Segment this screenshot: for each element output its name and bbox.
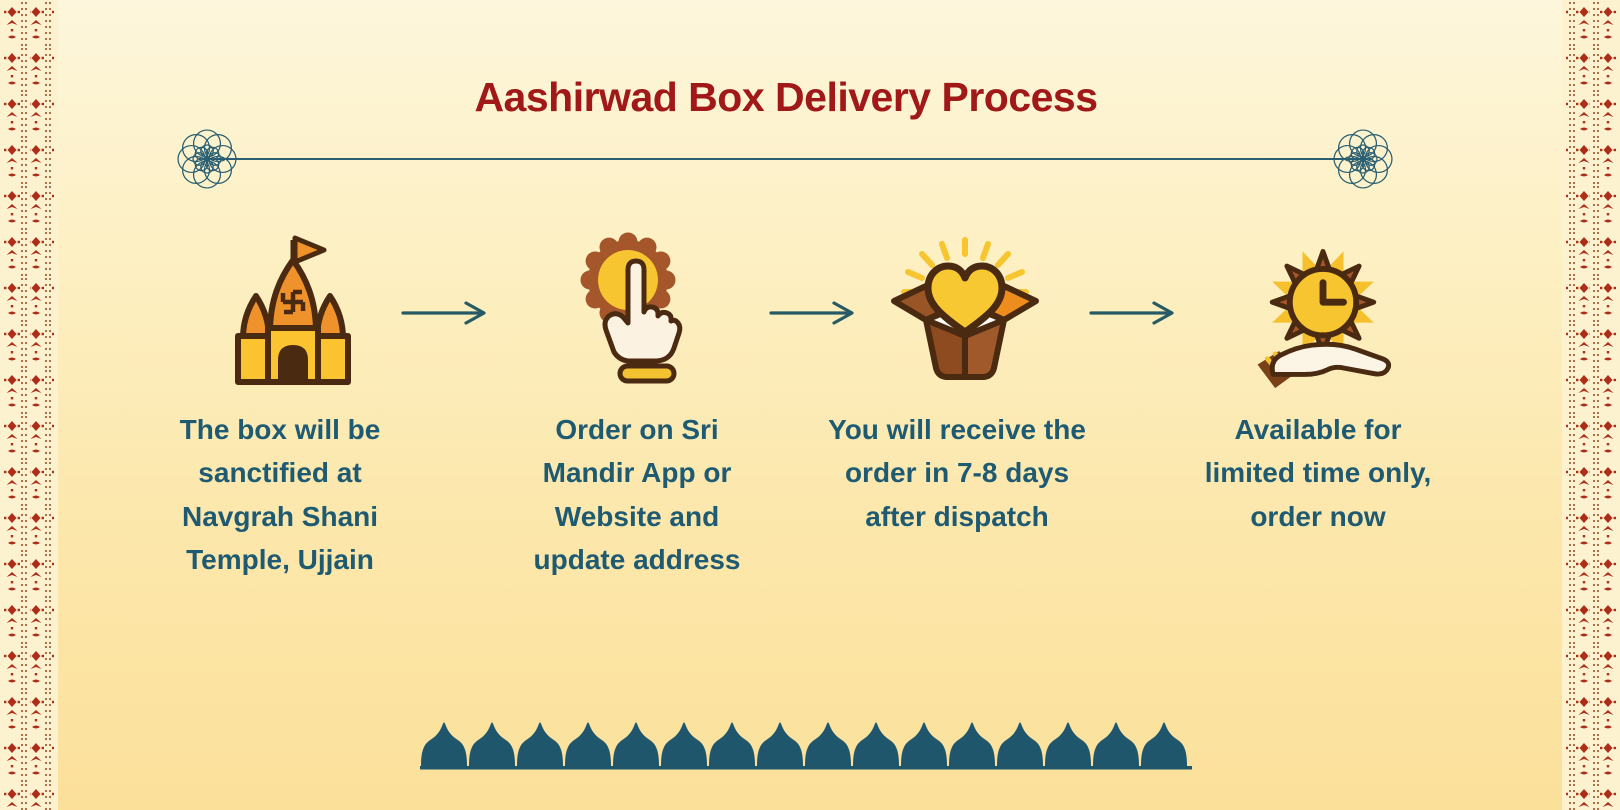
decorative-border-left	[0, 0, 58, 810]
temple-domes-border	[420, 722, 1192, 770]
temple-icon	[235, 235, 351, 385]
open-box-heart-icon	[891, 237, 1039, 380]
divider-line	[205, 158, 1365, 160]
arrow-right-icon	[401, 301, 486, 325]
step-caption-2: Order on Sri Mandir App or Website and u…	[533, 414, 741, 576]
decorative-border-right	[1562, 0, 1620, 810]
page-title: Aashirwad Box Delivery Process	[474, 74, 1098, 120]
arrow-right-icon	[1089, 301, 1174, 325]
step-caption-4: Available for limited time only, order n…	[1204, 414, 1432, 532]
step-caption-1: The box will be sanctified at Navgrah Sh…	[179, 414, 381, 576]
mandala-rosette-icon-left	[177, 129, 237, 189]
step-caption-3: You will receive the order in 7-8 days a…	[828, 414, 1086, 532]
arrow-right-icon	[769, 301, 854, 325]
clock-in-hand-icon	[1257, 248, 1392, 389]
mandala-rosette-icon-right	[1333, 129, 1393, 189]
tap-to-order-icon	[580, 232, 683, 384]
